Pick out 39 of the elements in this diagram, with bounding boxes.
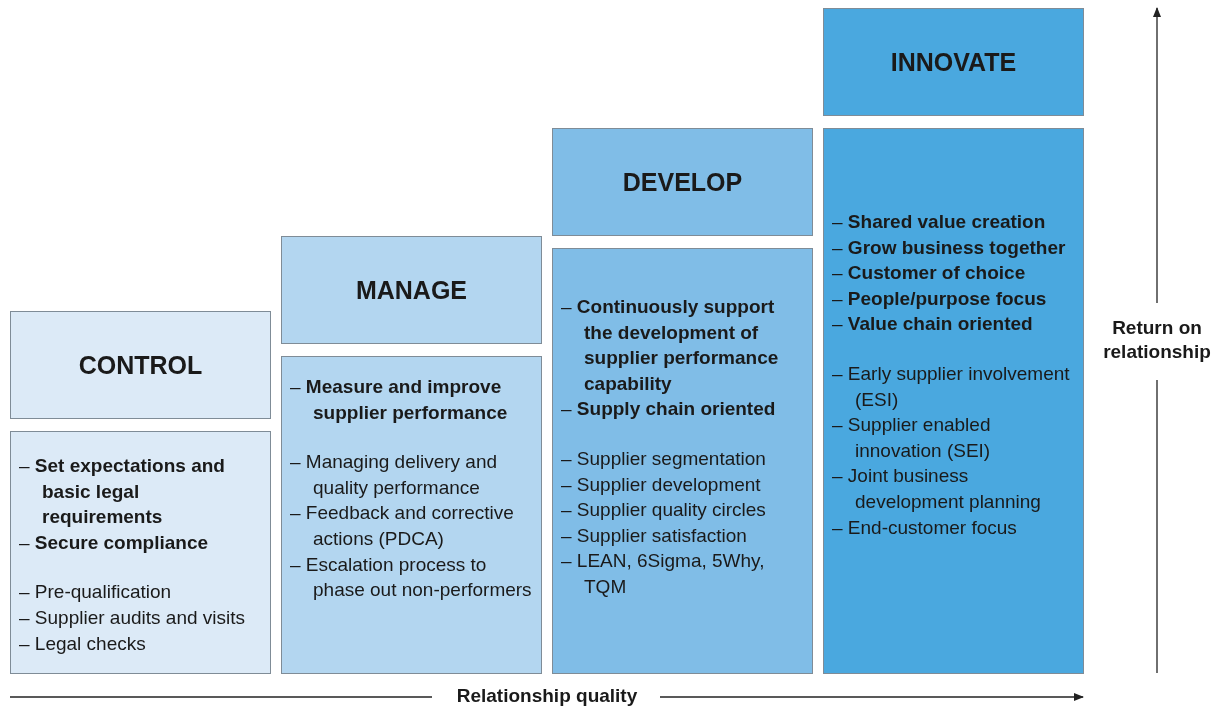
axis-label: Relationship quality: [455, 684, 639, 708]
list-item: – Shared value creation: [832, 210, 1047, 234]
list-item: – LEAN, 6Sigma, 5Why, TQM: [561, 549, 766, 599]
list-item: – Feedback and corrective actions (PDCA): [290, 501, 515, 551]
list-item: – Supplier development: [561, 472, 762, 497]
list-item: – Supplier audits and visits: [19, 605, 246, 630]
list-item: – Measure and improve supplier performance: [290, 375, 509, 425]
list-item: – Supplier satisfaction: [561, 523, 748, 548]
list-item: – Secure compliance: [19, 530, 210, 555]
stage-title: MANAGE: [354, 275, 469, 305]
list-item: – Customer of choice: [832, 261, 1027, 286]
list-item: – Legal checks: [19, 631, 147, 656]
stage-title: CONTROL: [77, 350, 204, 380]
stage-box: [281, 236, 542, 344]
stage-box: [552, 128, 813, 236]
list-item: – End-customer focus: [832, 515, 1018, 540]
list-item: – Supplier segmentation: [561, 446, 767, 471]
list-item: – Joint business development planning: [832, 464, 1042, 514]
list-item: – Value chain oriented: [832, 312, 1034, 337]
list-item: – Set expectations and basic legal requirements: [19, 454, 226, 530]
list-item: – People/purpose focus: [832, 286, 1048, 311]
list-item: – Supplier enabled innovation (SEI): [832, 413, 992, 463]
stage-title: INNOVATE: [889, 47, 1018, 77]
stage-box: [10, 311, 271, 419]
stage-box: [281, 356, 542, 674]
stage-box: [823, 128, 1084, 674]
stage-box: [823, 8, 1084, 116]
list-item: – Early supplier involvement (ESI): [832, 361, 1071, 412]
stage-title: DEVELOP: [621, 167, 744, 197]
axis-label: Return on relationship: [1102, 316, 1212, 364]
list-item: – Continuously support the development of supplier performance capability: [561, 295, 780, 396]
list-item: – Escalation process to phase out non-performers: [290, 552, 533, 603]
stage-box: [10, 431, 271, 674]
list-item: – Managing delivery and quality performance: [290, 450, 499, 500]
stage-box: [552, 248, 813, 674]
list-item: – Supplier quality circles: [561, 498, 767, 523]
list-item: – Grow business together: [832, 235, 1067, 260]
list-item: – Pre-qualification: [19, 580, 173, 605]
list-item: – Supply chain oriented: [561, 397, 777, 422]
